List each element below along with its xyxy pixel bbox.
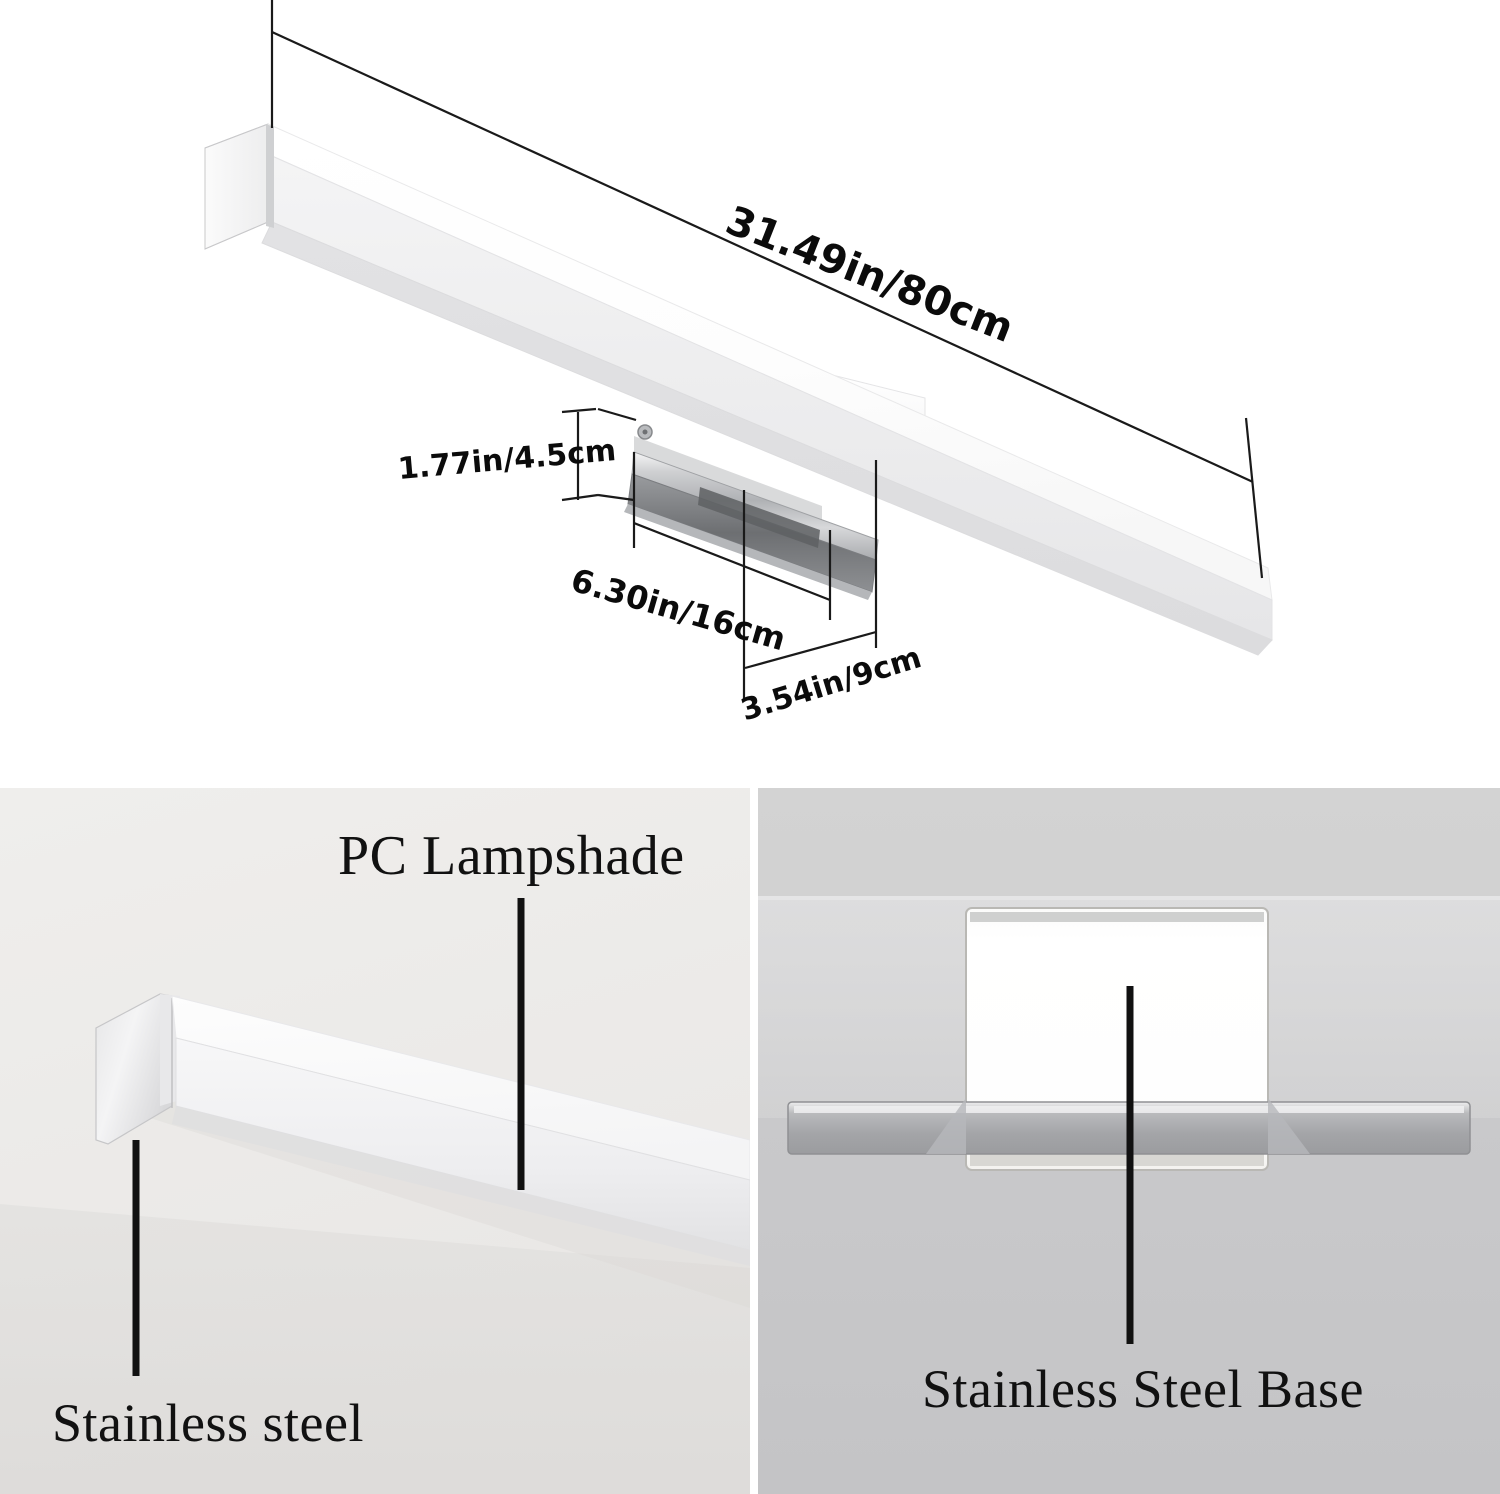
detail-panel-base	[758, 788, 1500, 1494]
detail-panel-lampshade	[0, 788, 750, 1494]
lampshade-closeup-svg	[0, 788, 750, 1494]
caption-pc-lampshade: PC Lampshade	[338, 825, 685, 887]
dimension-line-bracket-depth	[744, 460, 878, 670]
floor-plane	[0, 1204, 750, 1494]
lamp-diffuser-bevel	[261, 221, 1273, 656]
base-closeup-svg	[758, 788, 1500, 1494]
lamp-left-endcap	[204, 123, 269, 250]
lamp-endcap-edge	[266, 124, 274, 228]
caption-stainless-steel-base: Stainless Steel Base	[922, 1359, 1364, 1419]
dimension-diagram-panel: 31.49in/80cm 1.77in/4.5cm 6.30in/16cm 3.…	[204, 0, 1273, 729]
pc-lampshade-closeup	[171, 995, 750, 1266]
dimension-line-height	[561, 407, 637, 502]
caption-stainless-steel: Stainless steel	[52, 1393, 364, 1453]
stainless-endcap-closeup	[95, 993, 180, 1145]
mounting-bracket	[624, 424, 879, 600]
dimension-line-bracket-width	[632, 452, 832, 700]
lamp-diagram-svg	[204, 0, 1273, 700]
dimension-line-length	[270, 0, 1264, 579]
